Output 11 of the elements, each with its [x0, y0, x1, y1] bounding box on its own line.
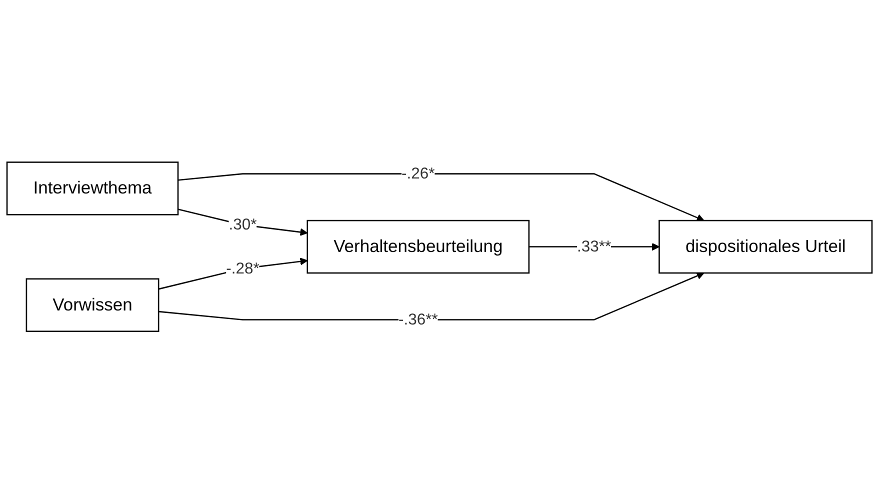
edge-label: -.36** — [398, 310, 438, 328]
arrow — [158, 272, 704, 321]
edge-label: -.28* — [226, 260, 260, 278]
node-box: dispositionales Urteil — [658, 220, 873, 274]
edge-label: -.26* — [402, 164, 435, 182]
edge-label: .33** — [577, 238, 612, 256]
node-box: Interviewthema — [6, 162, 179, 216]
node-box: Vorwissen — [26, 278, 160, 332]
edge-label: .30* — [228, 216, 257, 234]
node-box: Verhaltensbeurteilung — [306, 220, 530, 274]
arrow — [178, 173, 704, 222]
